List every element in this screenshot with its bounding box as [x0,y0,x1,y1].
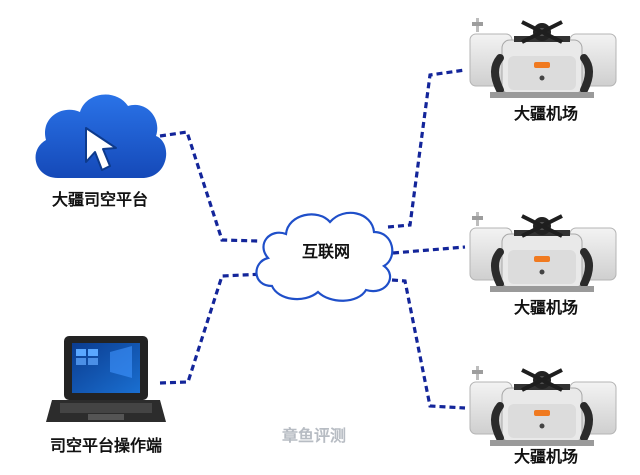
drone-dock-icon [470,366,616,446]
connection-links [159,68,466,410]
drone-dock-3: 大疆机场 [470,366,616,466]
cloud-platform-label: 大疆司空平台 [52,190,148,209]
link-platform-internet [159,130,259,243]
drone-dock-1: 大疆机场 [470,18,616,123]
link-laptop-internet [159,272,265,385]
drone-dock-icon [470,212,616,292]
link-internet-dock-2 [392,245,466,255]
cloud-cursor-icon [35,94,167,178]
dock-label: 大疆机场 [514,447,578,466]
link-internet-dock-1 [387,68,466,229]
dock-label: 大疆机场 [514,298,578,317]
drone-dock-2: 大疆机场 [470,212,616,317]
laptop-terminal-label: 司空平台操作端 [50,436,162,455]
drone-dock-icon [470,18,616,98]
rugged-laptop-icon [46,336,166,422]
link-internet-dock-3 [391,278,466,410]
cloud-outline-icon [255,211,394,302]
watermark-text: 章鱼评测 [282,426,346,445]
dock-label: 大疆机场 [514,104,578,123]
internet-label: 互联网 [302,242,350,261]
